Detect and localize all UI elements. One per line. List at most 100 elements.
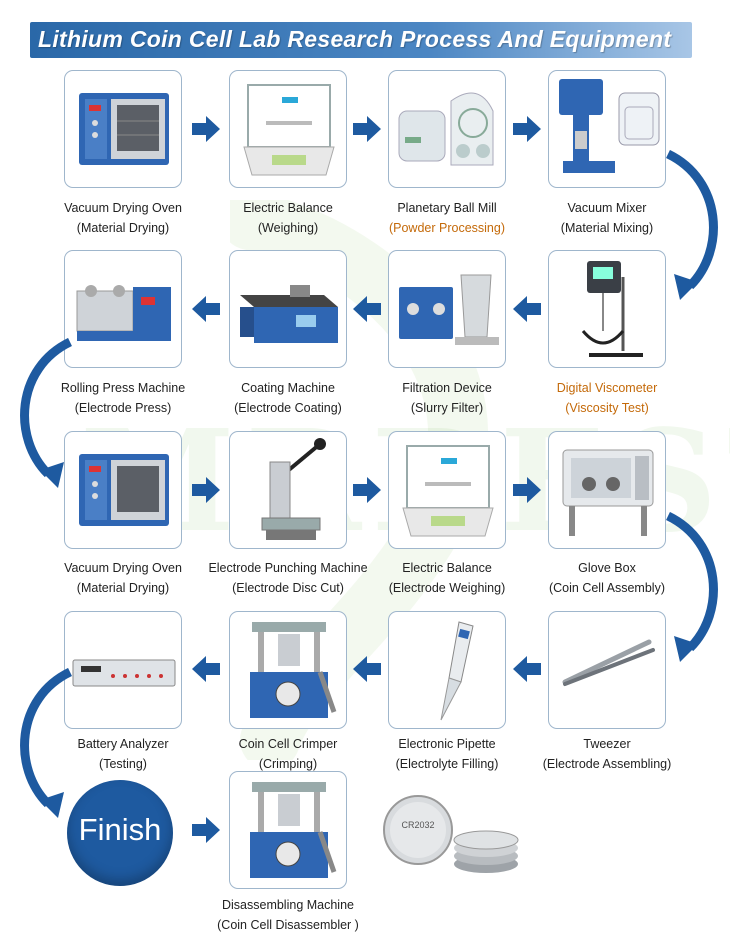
- step-name: Filtration Device: [402, 381, 492, 395]
- step-purpose: (Electrolyte Filling): [395, 757, 499, 771]
- flow-arrow-right: [192, 477, 220, 503]
- step-caption: Electric Balance (Electrode Weighing): [352, 558, 542, 598]
- flow-arrow-curve: [665, 512, 718, 662]
- step-caption: Vacuum Mixer (Material Mixing): [512, 198, 702, 238]
- step-purpose: (Electrode Weighing): [388, 581, 506, 595]
- flow-arrow-curve: [20, 338, 73, 488]
- step-purpose: (Powder Processing): [388, 221, 505, 235]
- step-caption: Vacuum Drying Oven (Material Drying): [28, 198, 218, 238]
- step-caption: Planetary Ball Mill (Powder Processing): [352, 198, 542, 238]
- step-purpose: (Coin Cell Disassembler ): [217, 918, 359, 932]
- step-purpose: (Electrode Disc Cut): [232, 581, 344, 595]
- step-card: [388, 250, 506, 368]
- pipette-icon: [440, 621, 474, 721]
- step-card: [64, 611, 182, 729]
- finish-label: Finish: [78, 812, 162, 847]
- step-caption: Glove Box (Coin Cell Assembly): [512, 558, 702, 598]
- step-card: [64, 250, 182, 368]
- vacuum-oven-icon: [79, 454, 169, 526]
- title-banner: Lithium Coin Cell Lab Research Process A…: [30, 22, 692, 58]
- coin-label: CR2032: [401, 820, 434, 830]
- step-card: [64, 431, 182, 549]
- disassembling-machine-icon: [250, 782, 337, 878]
- step-name: Electric Balance: [402, 561, 492, 575]
- step-purpose: (Viscosity Test): [565, 401, 649, 415]
- step-card: [548, 250, 666, 368]
- flow-arrow-right: [192, 116, 220, 142]
- electric-balance-icon: [402, 445, 494, 537]
- step-purpose: (Material Drying): [76, 581, 170, 595]
- step-name: Glove Box: [578, 561, 636, 575]
- step-name: Electrode Punching Machine: [208, 561, 368, 575]
- step-card: [64, 70, 182, 188]
- flow-arrow-right: [192, 817, 220, 843]
- step-card: [229, 771, 347, 889]
- step-card: [229, 431, 347, 549]
- vacuum-oven-icon: [79, 93, 169, 165]
- step-card: [388, 611, 506, 729]
- glove-box-icon: [562, 449, 654, 536]
- coin-cells-icon: CR2032: [383, 795, 519, 873]
- step-name: Disassembling Machine: [221, 898, 354, 912]
- step-caption: Vacuum Drying Oven (Material Drying): [28, 558, 218, 598]
- step-card: [229, 70, 347, 188]
- tweezer-icon: [562, 639, 655, 686]
- flow-arrow-left: [353, 296, 381, 322]
- step-name: Electronic Pipette: [398, 737, 496, 751]
- step-caption: Digital Viscometer (Viscosity Test): [512, 378, 702, 418]
- viscometer-icon: [581, 261, 643, 357]
- step-caption: Battery Analyzer (Testing): [28, 734, 218, 774]
- step-card: [388, 431, 506, 549]
- page-title: Lithium Coin Cell Lab Research Process A…: [38, 26, 672, 52]
- step-name: Digital Viscometer: [556, 381, 658, 395]
- step-purpose: (Coin Cell Assembly): [548, 581, 665, 595]
- flow-arrow-left: [192, 296, 220, 322]
- step-purpose: (Electrode Assembling): [542, 757, 672, 771]
- step-caption: Disassembling Machine (Coin Cell Disasse…: [193, 895, 383, 935]
- step-name: Battery Analyzer: [77, 737, 169, 751]
- step-card: [388, 70, 506, 188]
- flow-arrow-curve: [665, 150, 718, 300]
- step-purpose: (Testing): [99, 757, 147, 771]
- flow-arrow-left: [192, 656, 220, 682]
- step-purpose: (Electrode Coating): [234, 401, 342, 415]
- step-purpose: (Weighing): [257, 221, 319, 235]
- step-name: Coin Cell Crimper: [238, 737, 338, 751]
- rolling-press-icon: [76, 285, 171, 341]
- flow-arrow-curve: [20, 668, 73, 818]
- step-name: Vacuum Drying Oven: [64, 201, 182, 215]
- flow-arrow-left: [353, 656, 381, 682]
- step-purpose: (Slurry Filter): [410, 401, 484, 415]
- step-name: Tweezer: [583, 737, 631, 751]
- vacuum-mixer-icon: [559, 79, 660, 173]
- flow-arrow-left: [513, 296, 541, 322]
- step-name: Vacuum Drying Oven: [64, 561, 182, 575]
- step-caption: Rolling Press Machine (Electrode Press): [28, 378, 218, 418]
- step-card: [548, 431, 666, 549]
- step-card: [229, 611, 347, 729]
- flow-arrow-left: [513, 656, 541, 682]
- step-card: [229, 250, 347, 368]
- step-caption: Filtration Device (Slurry Filter): [352, 378, 542, 418]
- step-purpose: (Material Drying): [76, 221, 170, 235]
- battery-analyzer-icon: [72, 659, 176, 687]
- flow-arrow-right: [353, 477, 381, 503]
- step-purpose: (Electrode Press): [74, 401, 172, 415]
- step-name: Vacuum Mixer: [567, 201, 647, 215]
- step-name: Coating Machine: [241, 381, 335, 395]
- step-name: Planetary Ball Mill: [397, 201, 497, 215]
- step-caption: Electric Balance (Weighing): [193, 198, 383, 238]
- step-name: Electric Balance: [243, 201, 333, 215]
- step-caption: Coating Machine (Electrode Coating): [193, 378, 383, 418]
- step-card: [548, 611, 666, 729]
- step-caption: Tweezer (Electrode Assembling): [512, 734, 702, 774]
- punching-machine-icon: [261, 438, 326, 540]
- step-name: Rolling Press Machine: [60, 381, 186, 395]
- step-card: [548, 70, 666, 188]
- step-purpose: (Material Mixing): [560, 221, 654, 235]
- step-caption: Electrode Punching Machine (Electrode Di…: [193, 558, 383, 598]
- coating-machine-icon: [240, 285, 338, 343]
- filtration-device-icon: [399, 274, 499, 345]
- step-caption: Coin Cell Crimper (Crimping): [193, 734, 383, 774]
- flow-arrow-right: [513, 116, 541, 142]
